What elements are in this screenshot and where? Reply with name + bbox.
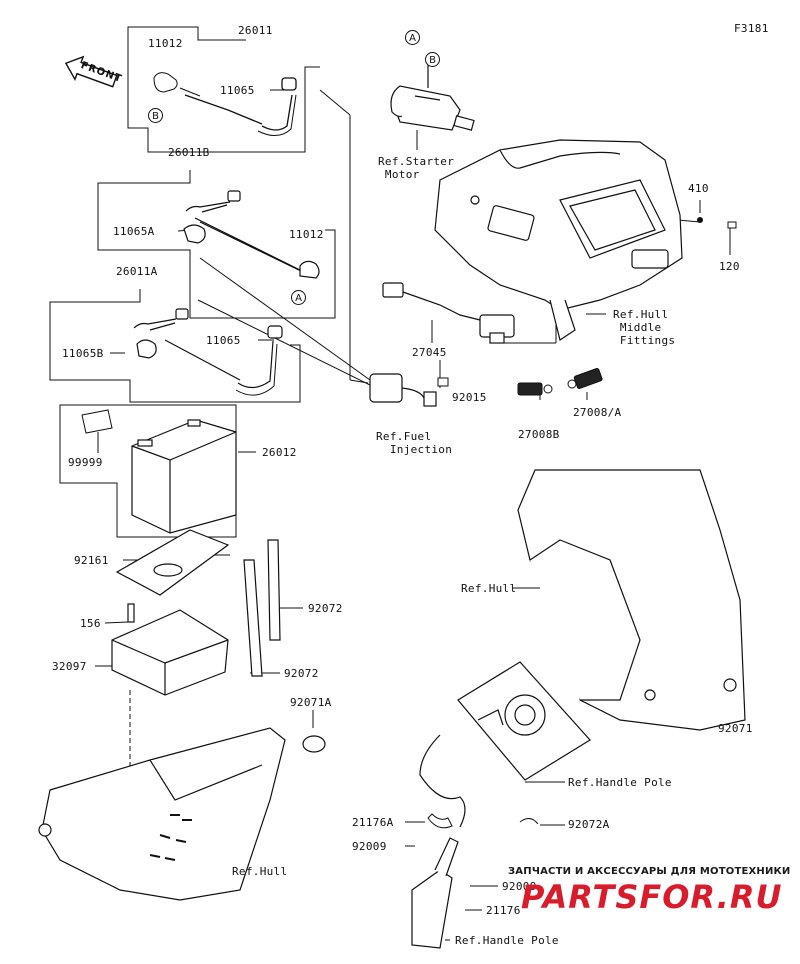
clip-21176a-icon — [427, 813, 453, 829]
part-label-11065a: 11065A — [113, 225, 155, 238]
part-label-92009-a: 92009 — [352, 840, 387, 853]
part-label-11065b: 11065B — [62, 347, 104, 360]
part-label-21176a: 21176A — [352, 816, 394, 829]
handle-pole-bottom-icon — [411, 837, 459, 949]
part-label-11065-top: 11065 — [220, 84, 255, 97]
part-label-27008a: 27008/A — [573, 406, 622, 419]
part-label-27045: 27045 — [412, 346, 447, 359]
hull-middle-fittings-icon — [434, 139, 683, 341]
watermark-russian-text: ЗАПЧАСТИ И АКСЕССУАРЫ ДЛЯ МОТОТЕХНИКИ — [508, 866, 791, 877]
bracket-26011a — [49, 289, 301, 403]
ref-starter-motor: Ref.Starter Motor — [378, 155, 455, 181]
ref-hull-right: Ref.Hull — [461, 582, 517, 595]
part-label-410: 410 — [688, 182, 709, 195]
cable-26011-icon — [184, 77, 297, 136]
part-label-92071: 92071 — [718, 722, 753, 735]
wire-27045-icon — [382, 282, 515, 344]
part-label-92015: 92015 — [452, 391, 487, 404]
figure-code: F3181 — [734, 22, 769, 35]
hull-right-icon — [517, 469, 746, 731]
part-label-11065-mid: 11065 — [206, 334, 241, 347]
part-label-32097: 32097 — [52, 660, 87, 673]
ref-handle-pole-bottom: Ref.Handle Pole — [455, 934, 559, 947]
bracket-26011 — [127, 26, 320, 153]
part-label-26011: 26011 — [238, 24, 273, 37]
fuel-relay-icon — [369, 373, 437, 407]
callout-a-top: A — [405, 30, 420, 45]
part-label-11012-mid: 11012 — [289, 228, 324, 241]
handle-pole-plate-icon — [419, 661, 591, 828]
tray-32097-icon — [111, 603, 229, 696]
clip-92072a-icon — [519, 818, 539, 825]
part-label-156: 156 — [80, 617, 101, 630]
pad-92161-icon — [115, 529, 230, 596]
part-label-26011b: 26011B — [168, 146, 210, 159]
part-label-21176: 21176 — [486, 904, 521, 917]
cable-26011b-icon — [183, 190, 320, 279]
ref-handle-pole-mid: Ref.Handle Pole — [568, 776, 672, 789]
part-label-120: 120 — [719, 260, 740, 273]
part-label-99999: 99999 — [68, 456, 103, 469]
front-arrow-icon — [64, 55, 118, 88]
hull-bottom-icon — [38, 727, 286, 901]
ref-hull-bottom: Ref.Hull — [232, 865, 288, 878]
part-label-92072a: 92072A — [568, 818, 610, 831]
part-92015-icon — [437, 377, 449, 387]
cable-26011a-icon — [133, 308, 283, 396]
part-label-92071a: 92071A — [290, 696, 332, 709]
packet-99999-icon — [81, 409, 113, 434]
callout-a-mid: A — [291, 290, 306, 305]
callout-b-left: B — [148, 108, 163, 123]
part-label-26012: 26012 — [262, 446, 297, 459]
bolt-120-icon — [727, 221, 737, 232]
key-27008b-icon — [517, 382, 553, 396]
strap-92072-icon — [243, 539, 281, 677]
bracket-26012 — [59, 404, 237, 538]
part-label-11012-top: 11012 — [148, 37, 183, 50]
ref-hull-middle-fittings: Ref.Hull Middle Fittings — [613, 308, 676, 347]
part-label-26011a: 26011A — [116, 265, 158, 278]
grommet-92071a-icon — [302, 735, 326, 753]
key-27008a-icon — [567, 367, 603, 389]
part-label-27008b: 27008B — [518, 428, 560, 441]
battery-26012-icon — [131, 419, 237, 534]
part-label-92009-b: 92009 — [502, 880, 537, 893]
part-label-92161: 92161 — [74, 554, 109, 567]
ref-fuel-injection: Ref.Fuel Injection — [376, 430, 453, 456]
bracket-26011b — [97, 170, 336, 319]
part-11012-cap-icon — [153, 72, 201, 97]
starter-motor-icon — [390, 64, 475, 131]
part-label-92072-a: 92072 — [308, 602, 343, 615]
watermark-brand-logo: PARTSFOR.RU — [521, 878, 783, 916]
callout-b-top: B — [425, 52, 440, 67]
nut-410-icon — [697, 217, 703, 223]
part-label-92072-b: 92072 — [284, 667, 319, 680]
